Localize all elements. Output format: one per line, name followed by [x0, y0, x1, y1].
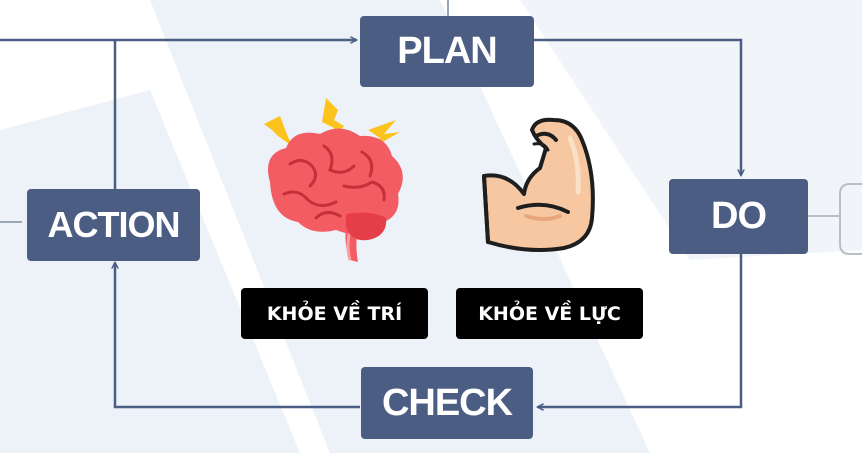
bracket-shape [839, 183, 862, 255]
body-health-label: KHỎE VỀ LỰC [456, 288, 643, 339]
arrow-do-to-check [538, 254, 743, 407]
flexed-arm-icon [482, 117, 595, 252]
do-box: DO [669, 179, 808, 254]
mind-health-label: KHỎE VỀ TRÍ [241, 288, 428, 339]
background-band [0, 90, 300, 453]
brain-icon [264, 98, 403, 262]
arrow-check-to-action [115, 263, 360, 409]
action-box: ACTION [27, 189, 200, 261]
arrow-plan-to-do [534, 38, 741, 175]
check-box: CHECK [361, 367, 533, 439]
background-band [150, 0, 650, 453]
plan-box: PLAN [360, 16, 534, 87]
